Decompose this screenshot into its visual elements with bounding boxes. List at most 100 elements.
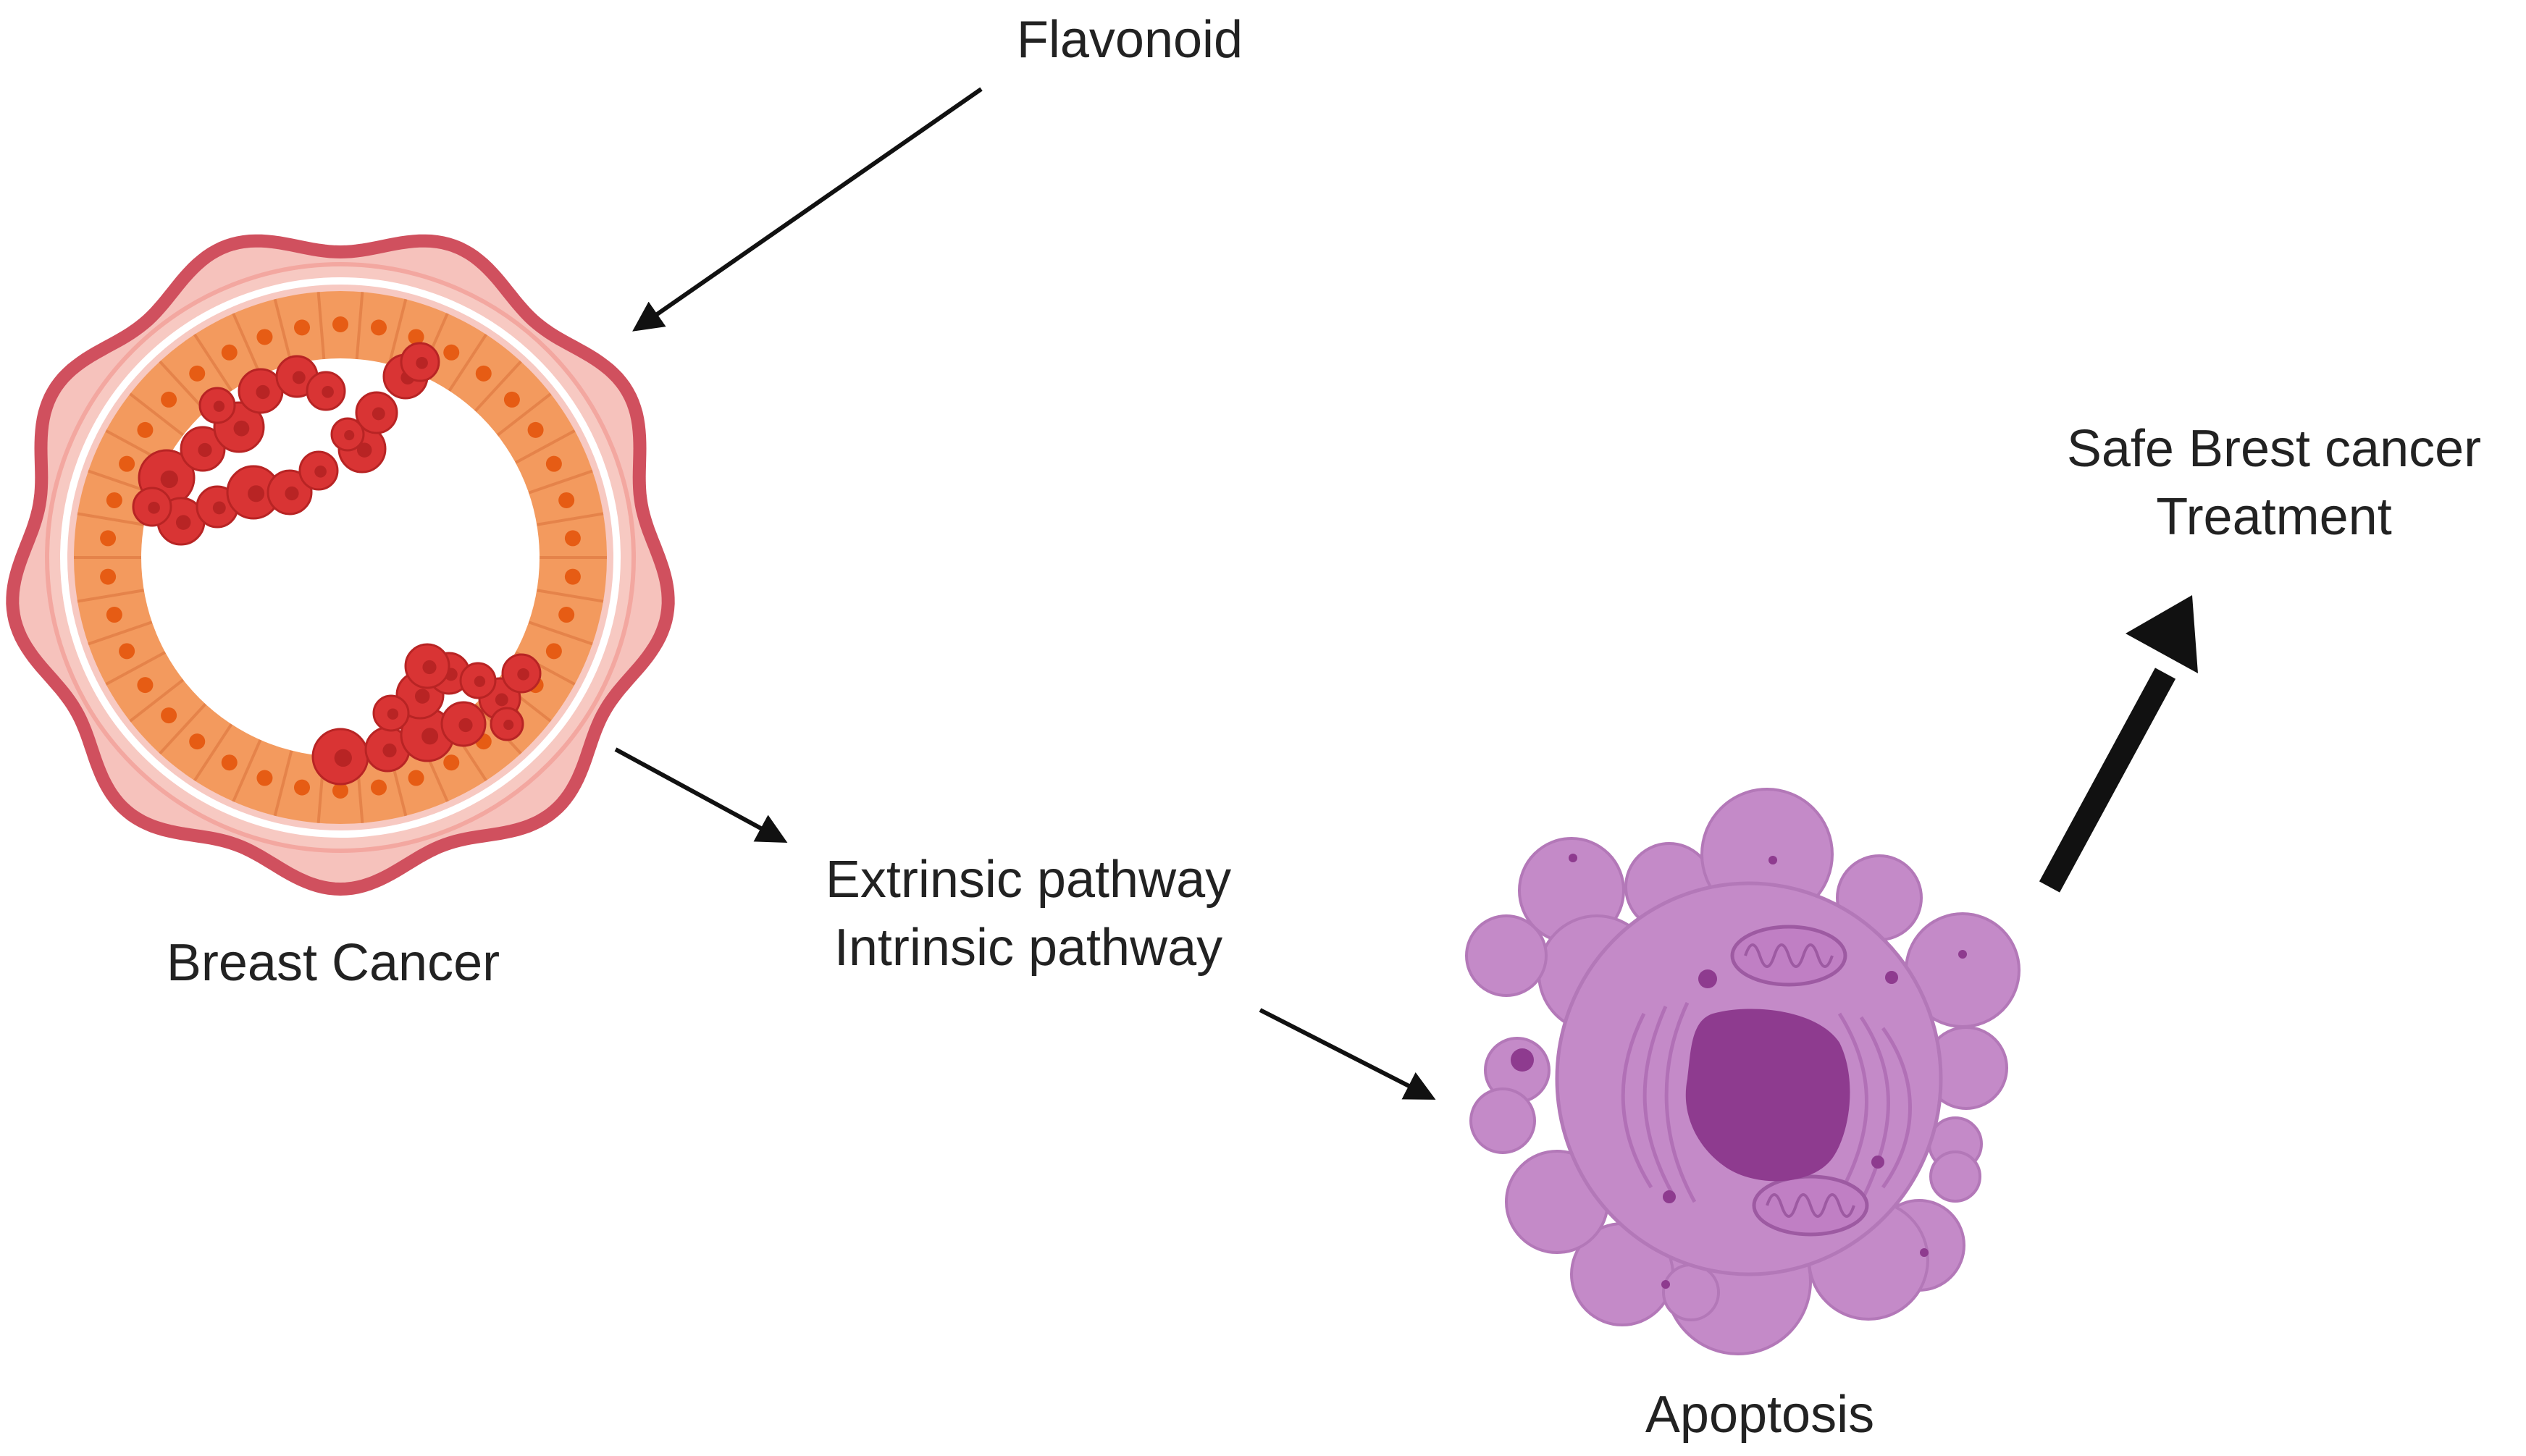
apoptotic-nucleus [1685, 1009, 1850, 1182]
epithelial-cell-border [193, 723, 233, 782]
tumor-cell-nucleus [175, 515, 191, 530]
epithelial-cell-border [316, 292, 326, 360]
epithelial-nucleus [408, 770, 424, 786]
epithelial-nucleus [332, 316, 348, 332]
tumor-cell-clusters [132, 342, 542, 786]
epithelial-nucleus [119, 455, 135, 472]
epithelial-nucleus [527, 421, 544, 438]
epithelial-nucleus [256, 329, 273, 345]
epithelial-nucleus [137, 421, 154, 438]
tumor-cell-nucleus [356, 442, 372, 458]
tumor-cell-nucleus [233, 420, 250, 437]
epithelial-nucleus [370, 779, 387, 796]
epithelial-cell-border [536, 512, 604, 526]
epithelial-nucleus [161, 391, 177, 408]
breast-cancer-label: Breast Cancer [166, 934, 500, 992]
epithelial-cell-border [77, 512, 145, 526]
epithelial-nucleus [558, 492, 575, 508]
epithelial-cell-border [273, 298, 293, 365]
epithelial-cell-border [193, 333, 233, 392]
epithelial-nucleus [106, 607, 122, 623]
epithelial-nucleus [221, 754, 238, 771]
tumor-cell-nucleus [416, 356, 428, 369]
tumor-cell-nucleus [372, 407, 385, 421]
treatment-outcome-line-1: Safe Brest cancer [2066, 420, 2482, 478]
epithelial-cell-border [355, 292, 364, 360]
tumor-cell-nucleus [256, 384, 270, 400]
tumor-cell-nucleus [474, 676, 486, 687]
epithelial-nucleus [564, 568, 581, 585]
intrinsic-pathway-label: Intrinsic pathway [834, 919, 1223, 977]
tumor-cell-nucleus [458, 718, 473, 733]
apoptosis-label: Apoptosis [1645, 1386, 1875, 1444]
epithelial-cell-border [105, 651, 167, 686]
epithelial-nucleus [443, 754, 460, 771]
epithelial-cell-border [159, 360, 207, 413]
treatment-outcome-line-2: Treatment [2156, 488, 2392, 546]
tumor-cell-nucleus [334, 749, 352, 767]
mitochondria [1730, 925, 1869, 1237]
tumor-cell-nucleus [414, 689, 430, 704]
tumor-cell-nucleus [248, 485, 265, 502]
apoptosis-to-treatment-arrow [2039, 595, 2198, 893]
tumor-cell-nucleus [422, 660, 437, 675]
tumor-cell-nucleus [314, 465, 327, 478]
tumor-cell-nucleus [382, 743, 397, 758]
tumor-cell-nucleus [213, 400, 225, 412]
epithelial-nucleus [119, 643, 135, 660]
epithelial-cell-border [273, 750, 293, 817]
tumor-to-pathways-arrow [614, 747, 788, 843]
epithelial-cell-border [448, 333, 487, 392]
epithelial-nucleus [370, 319, 387, 336]
duct-basement-line [60, 277, 621, 838]
epithelial-cell-border [77, 589, 145, 603]
tumor-cell-nucleus [495, 693, 508, 707]
epithelial-cell-border [528, 469, 593, 495]
epithelial-cell-border [232, 313, 262, 376]
pathways-label: Extrinsic pathway Intrinsic pathway [775, 846, 1282, 982]
epithelial-cell-border [129, 392, 185, 437]
endoplasmic-reticulum [1621, 1001, 1912, 1203]
epithelial-cell-border [129, 678, 185, 723]
epithelial-nucleus [408, 329, 424, 345]
epithelial-nucleus [564, 530, 581, 547]
epithelial-nucleus [332, 783, 348, 799]
apoptotic-cell-icon [1465, 788, 2021, 1355]
tumor-cell-nucleus [285, 486, 299, 501]
extrinsic-pathway-label: Extrinsic pathway [825, 851, 1232, 909]
cytoplasm-granules [1511, 854, 1967, 1289]
epithelial-nucleus [137, 677, 154, 694]
tumor-cell-nucleus [198, 442, 212, 458]
epithelial-nucleus [475, 365, 492, 382]
epithelial-nucleus [106, 492, 122, 508]
epithelial-nucleus [545, 643, 562, 660]
epithelial-nucleus [100, 530, 117, 547]
epithelial-cell-border [496, 392, 552, 437]
epithelial-cell-border [528, 620, 593, 646]
epithelial-cell-border [514, 429, 576, 464]
epithelial-nucleus [189, 733, 206, 750]
epithelial-nucleus [256, 770, 273, 786]
epithelial-cells [74, 292, 607, 823]
tumor-cell-nucleus [322, 385, 334, 398]
epithelial-cell-border [232, 739, 262, 802]
epithelial-nucleus [100, 568, 117, 585]
treatment-outcome-label: Safe Brest cancer Treatment [2028, 415, 2520, 551]
epithelial-nucleus [558, 607, 575, 623]
epithelial-nucleus [294, 779, 311, 796]
epithelial-nucleus [161, 707, 177, 724]
epithelial-nucleus [189, 365, 206, 382]
epithelial-nucleus [545, 455, 562, 472]
epithelial-cell-border [474, 360, 522, 413]
tumor-cell-nucleus [421, 728, 439, 745]
epithelial-cell-border [88, 620, 153, 646]
flavonoid-to-tumor-arrow [632, 87, 983, 332]
epithelial-cell-border [536, 589, 604, 603]
epithelial-nucleus [443, 344, 460, 361]
epithelial-nucleus [221, 344, 238, 361]
tumor-cell-nucleus [212, 501, 226, 515]
tumor-cell-nucleus [503, 720, 514, 731]
tumor-cell-nucleus [517, 668, 529, 681]
flavonoid-label: Flavonoid [1016, 11, 1243, 69]
pathways-to-apoptosis-arrow [1259, 1008, 1436, 1100]
